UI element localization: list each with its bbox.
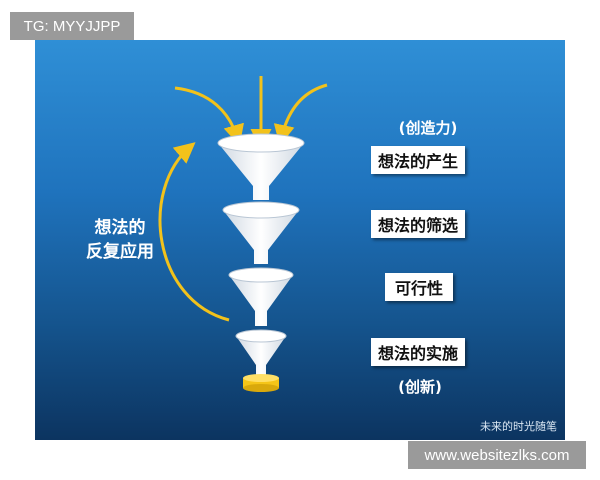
website-badge: www.websitezlks.com [408,441,586,469]
stage-label-4: 想法的实施 [371,338,465,366]
repeated-application-line-1: 想法的 [94,218,146,238]
repeated-application-line-2: 反复应用 [86,242,154,262]
stage-label-1: 想法的产生 [371,146,465,174]
funnel-diagram [158,76,328,392]
feedback-arrow [158,142,230,322]
funnel-3 [228,267,294,326]
tg-badge: TG: MYYJJPP [10,12,134,40]
stage-label-3: 可行性 [385,273,453,301]
stage-label-2: 想法的筛选 [371,210,465,238]
input-arrow-left [174,86,244,146]
funnel-1 [217,133,305,200]
funnel-2 [222,201,300,264]
input-arrow-right [273,83,328,146]
repeated-application-label: 想法的 反复应用 [75,216,165,264]
watermark-text: 未来的时光随笔 [480,420,557,433]
output-disc [243,374,279,392]
diagram-panel: (创造力) 想法的产生 想法的筛选 可行性 想法的实施 (创新) 想法的 反复应… [35,40,565,440]
innovation-label: (创新) [398,378,442,396]
funnel-4 [235,329,287,376]
creativity-label: (创造力) [398,119,458,137]
